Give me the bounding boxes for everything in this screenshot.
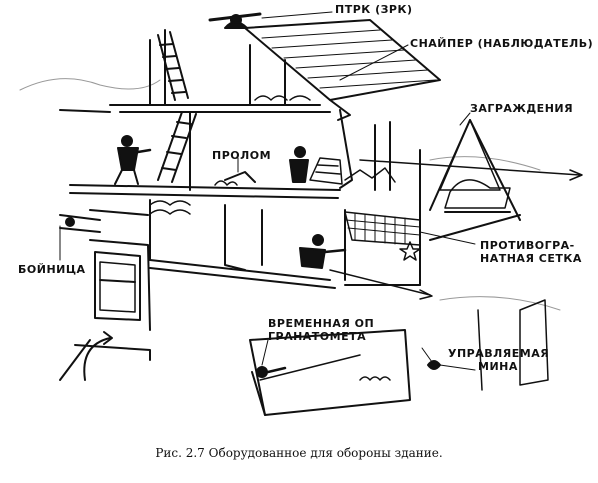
label-barriers: ЗАГРАЖДЕНИЯ	[470, 102, 574, 115]
label-sniper: СНАЙПЕР (НАБЛЮДАТЕЛЬ)	[410, 37, 594, 50]
label-launcher-2: ГРАНАТОМЕТА	[268, 330, 367, 343]
star-marker	[399, 241, 421, 261]
breach	[344, 167, 396, 183]
attic-floor	[109, 29, 331, 113]
sandbag-barricade-middle	[309, 157, 343, 185]
controlled-mine	[427, 360, 476, 371]
rubble	[359, 299, 549, 391]
front-wall	[59, 239, 151, 381]
figure-caption: Рис. 2.7 Оборудованное для обороны здани…	[155, 446, 443, 460]
label-breach: ПРОЛОМ	[212, 149, 272, 162]
terrain-background	[19, 78, 561, 311]
label-grenade-net-2: НАТНАЯ СЕТКА	[480, 252, 582, 265]
loophole-wall	[59, 209, 149, 233]
anti-grenade-net	[344, 211, 421, 246]
label-loophole: БОЙНИЦА	[18, 263, 86, 276]
label-launcher-1: ВРЕМЕННАЯ ОП	[268, 317, 375, 330]
launcher-position	[249, 329, 411, 416]
middle-floor	[59, 109, 391, 199]
soldier-center	[289, 146, 309, 183]
label-mine-2: МИНА	[478, 360, 518, 373]
fire-direction-arrows	[259, 159, 583, 381]
label-grenade-net-1: ПРОТИВОГРА-	[480, 239, 575, 252]
barriers	[429, 119, 521, 241]
label-mine-1: УПРАВЛЯЕМАЯ	[448, 347, 550, 360]
defended-building-diagram	[19, 11, 583, 416]
soldier-left	[114, 135, 152, 185]
atgm-operator	[208, 12, 262, 29]
soldier-ground	[299, 234, 347, 269]
label-atgm: ПТРК (ЗРК)	[335, 3, 413, 16]
roof	[244, 19, 441, 121]
leader-lines	[59, 11, 476, 366]
ground-floor	[149, 149, 421, 289]
